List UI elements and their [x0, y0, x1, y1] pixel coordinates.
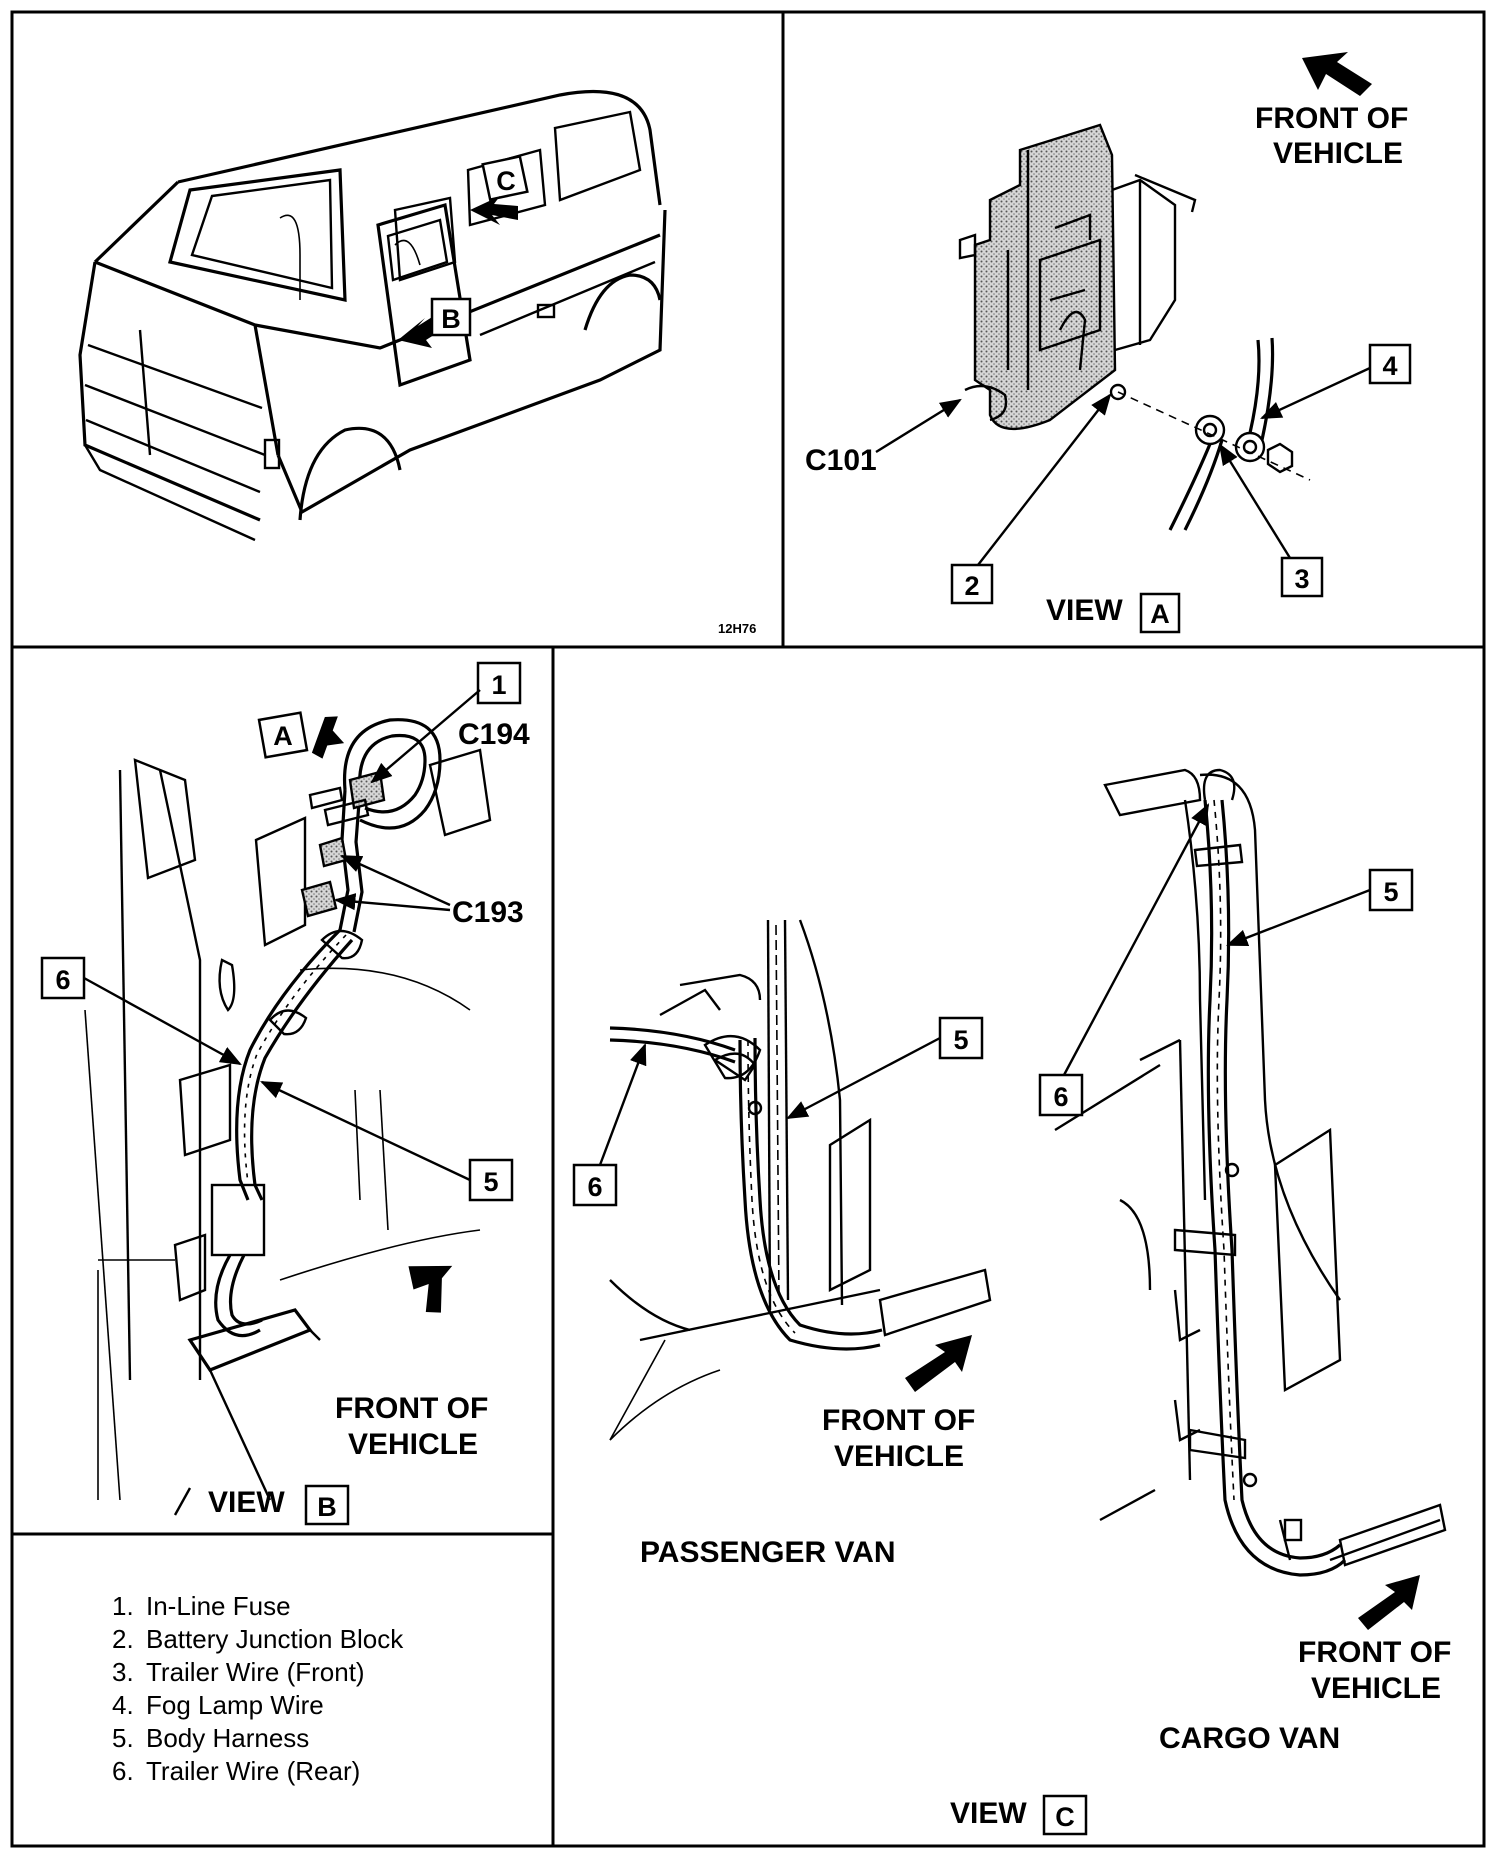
panel-frames [10, 10, 1486, 1848]
svg-text:VEHICLE: VEHICLE [348, 1428, 478, 1461]
c101-label: C101 [805, 444, 877, 477]
svg-text:VEHICLE: VEHICLE [834, 1440, 964, 1473]
c194-label: C194 [458, 718, 530, 751]
svg-text:VEHICLE: VEHICLE [1311, 1672, 1441, 1705]
callout-2-label: 2 [964, 571, 979, 601]
callout-1-label: 1 [491, 670, 506, 700]
callout-4-label: 4 [1382, 351, 1397, 381]
front-of-vehicle-arrow-passenger: FRONT OF VEHICLE [822, 1335, 975, 1473]
legend: 1. In-Line Fuse 2. Battery Junction Bloc… [112, 1591, 404, 1786]
callout-5-b-label: 5 [483, 1167, 498, 1197]
view-c-caption: VIEW [950, 1797, 1027, 1830]
view-b-letter: B [317, 1492, 337, 1522]
callout-3-label: 3 [1294, 564, 1309, 594]
svg-text:2.: 2. [112, 1624, 134, 1654]
callout-b-indicator: B [398, 297, 472, 348]
view-b-illustration [84, 718, 492, 1501]
legend-item: 3. Trailer Wire (Front) [112, 1657, 365, 1687]
svg-text:FRONT OF: FRONT OF [335, 1392, 488, 1425]
svg-text:Trailer Wire (Front): Trailer Wire (Front) [146, 1657, 365, 1687]
callout-5-cargo-label: 5 [1383, 877, 1398, 907]
view-b-caption: VIEW [208, 1486, 285, 1519]
passenger-van-title: PASSENGER VAN [640, 1536, 896, 1569]
svg-text:FRONT OF: FRONT OF [1255, 102, 1408, 135]
view-c-panel: 5 6 FRONT OF VEHICLE PASSENGER VAN [572, 768, 1451, 1836]
svg-text:Battery Junction Block: Battery Junction Block [146, 1624, 404, 1654]
svg-text:4.: 4. [112, 1690, 134, 1720]
front-of-vehicle-arrow-a: FRONT OF VEHICLE [1255, 52, 1408, 170]
legend-item: 2. Battery Junction Block [112, 1624, 404, 1654]
svg-text:VEHICLE: VEHICLE [1273, 137, 1403, 170]
passenger-van-illustration [609, 919, 992, 1441]
view-a-panel: FRONT OF VEHICLE [805, 52, 1412, 634]
stud-hardware [1117, 337, 1311, 531]
legend-item: 1. In-Line Fuse [112, 1591, 291, 1621]
callout-6-b-label: 6 [55, 965, 70, 995]
legend-item: 6. Trailer Wire (Rear) [112, 1756, 360, 1786]
svg-text:Fog Lamp Wire: Fog Lamp Wire [146, 1690, 324, 1720]
svg-text:Body Harness: Body Harness [146, 1723, 309, 1753]
view-a-caption: VIEW [1046, 594, 1123, 627]
front-of-vehicle-arrow-cargo: FRONT OF VEHICLE [1298, 1575, 1451, 1705]
callout-c-label: C [496, 166, 516, 196]
view-a-reference: A [257, 711, 345, 759]
svg-text:FRONT OF: FRONT OF [1298, 1636, 1451, 1669]
view-b-ref-a-letter: A [273, 721, 293, 751]
legend-item: 4. Fog Lamp Wire [112, 1690, 324, 1720]
cargo-van-title: CARGO VAN [1159, 1722, 1340, 1755]
legend-item: 5. Body Harness [112, 1723, 309, 1753]
svg-text:6.: 6. [112, 1756, 134, 1786]
van-overview-panel: B C 12H76 [78, 90, 756, 636]
diagram-code: 12H76 [718, 621, 756, 636]
svg-text:FRONT OF: FRONT OF [822, 1404, 975, 1437]
front-of-vehicle-arrow-b: FRONT OF VEHICLE [335, 1265, 488, 1461]
callout-6-cargo-label: 6 [1053, 1082, 1068, 1112]
callout-6-passenger-label: 6 [587, 1172, 602, 1202]
svg-text:1.: 1. [112, 1591, 134, 1621]
battery-junction-block-illustration [958, 123, 1197, 431]
van-illustration [78, 90, 667, 542]
view-c-letter: C [1055, 1802, 1075, 1832]
cargo-van-illustration [1054, 768, 1447, 1577]
svg-text:In-Line Fuse: In-Line Fuse [146, 1591, 291, 1621]
c193-label: C193 [452, 896, 524, 929]
callout-b-label: B [441, 304, 461, 334]
view-a-letter: A [1150, 599, 1170, 629]
svg-text:5.: 5. [112, 1723, 134, 1753]
svg-text:3.: 3. [112, 1657, 134, 1687]
callout-5-passenger-label: 5 [953, 1025, 968, 1055]
callout-c-indicator: C [470, 154, 529, 225]
svg-text:Trailer Wire (Rear): Trailer Wire (Rear) [146, 1756, 360, 1786]
view-b-panel: A 1 C194 C193 6 5 FRONT OF VEHICLE VIEW … [40, 661, 530, 1526]
